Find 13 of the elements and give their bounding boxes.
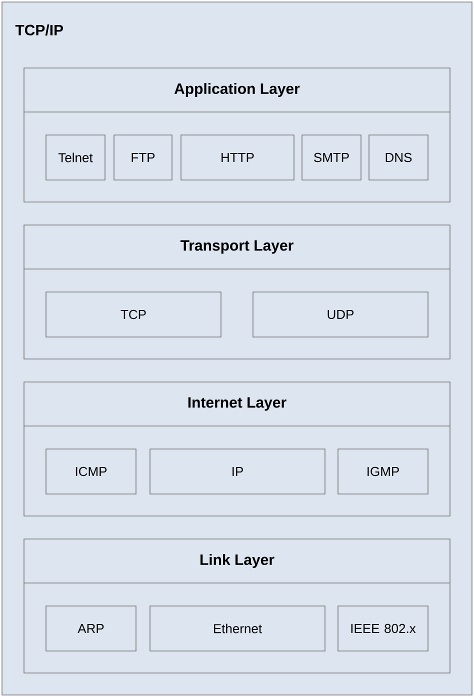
protocol-box: FTP xyxy=(114,134,172,180)
protocol-box: DNS xyxy=(368,134,428,180)
protocol-box: Telnet xyxy=(46,134,106,180)
protocol-box: IP xyxy=(150,448,326,494)
protocol-box: UDP xyxy=(252,292,428,338)
protocol-box: TCP xyxy=(46,292,222,338)
protocol-box: ICMP xyxy=(46,448,136,494)
protocol-box: HTTP xyxy=(180,134,294,180)
protocol-box: IEEE 802.x xyxy=(338,606,428,652)
protocol-box: IGMP xyxy=(338,448,428,494)
protocol-box: ARP xyxy=(46,606,136,652)
protocol-box: Ethernet xyxy=(150,606,326,652)
protocol-box: SMTP xyxy=(302,134,362,180)
